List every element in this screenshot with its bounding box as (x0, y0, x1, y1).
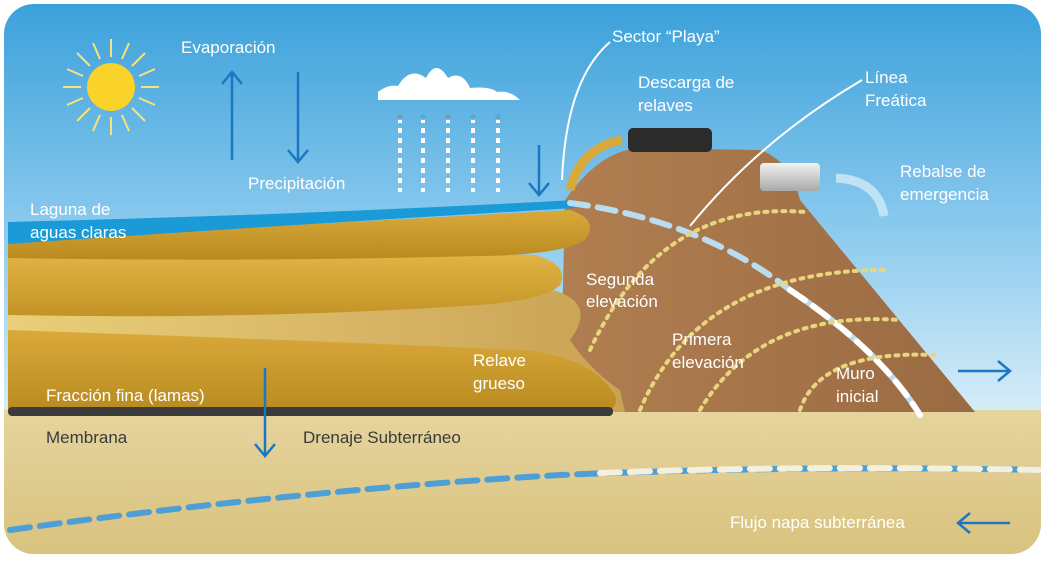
sun-icon (63, 39, 159, 135)
label-muro-2: inicial (836, 387, 879, 406)
label-rebalse-2: emergencia (900, 185, 989, 204)
arrow-down-icon (254, 368, 276, 458)
playa-leader-line (561, 41, 611, 181)
label-drenaje: Drenaje Subterráneo (303, 428, 461, 447)
label-membrana: Membrana (46, 428, 128, 447)
label-relave-1: Relave (473, 351, 526, 370)
label-linea-2: Freática (865, 91, 927, 110)
label-rebalse-1: Rebalse de (900, 162, 986, 181)
label-laguna-2: aguas claras (30, 223, 126, 242)
arrow-up-icon (221, 70, 243, 160)
first-elevation-arc (698, 317, 902, 412)
label-linea-1: Línea (865, 68, 908, 87)
arrow-left-icon (956, 512, 1010, 534)
label-evaporacion: Evaporación (181, 38, 276, 57)
discharge-arc (565, 135, 623, 192)
phreatic-line-lower (787, 287, 923, 418)
label-segunda-1: Segunda (586, 270, 655, 289)
label-primera-1: Primera (672, 330, 732, 349)
label-sector-playa: Sector “Playa” (612, 27, 720, 46)
label-fraccion-fina: Fracción fina (lamas) (46, 386, 205, 405)
ground (4, 410, 1041, 554)
arrow-down-icon (287, 72, 309, 164)
initial-wall-arc (798, 352, 937, 412)
clear-water-lagoon (8, 200, 575, 244)
fine-tailings-middle (8, 250, 563, 317)
label-flujo-napa: Flujo napa subterránea (730, 513, 905, 532)
second-elevation-arc (588, 209, 807, 352)
cloud-icon (378, 68, 520, 100)
label-primera-2: elevación (672, 353, 744, 372)
membrane-line (8, 407, 613, 416)
rain-drops (397, 114, 501, 120)
fine-tailings-top (8, 210, 590, 260)
arrow-right-icon (958, 360, 1012, 382)
second-elevation-arc-outer (638, 268, 887, 412)
label-segunda-2: elevación (586, 292, 658, 311)
label-precipitacion: Precipitación (248, 174, 345, 193)
overflow-pipe-icon (760, 163, 820, 191)
dam-body (560, 148, 975, 412)
label-relave-2: grueso (473, 374, 525, 393)
arrow-down-icon (528, 145, 550, 197)
discharge-pipe-icon (628, 128, 712, 152)
groundwater-flow-line-right (597, 465, 1041, 476)
overflow-arc (835, 173, 889, 217)
label-muro-1: Muro (836, 364, 875, 383)
phreatic-leader-line (689, 79, 863, 227)
fine-tailings-bottom (8, 330, 616, 412)
label-descarga-2: relaves (638, 96, 693, 115)
rain-icon (398, 118, 500, 192)
label-descarga-1: Descarga de (638, 73, 734, 92)
label-laguna-1: Laguna de (30, 200, 110, 219)
